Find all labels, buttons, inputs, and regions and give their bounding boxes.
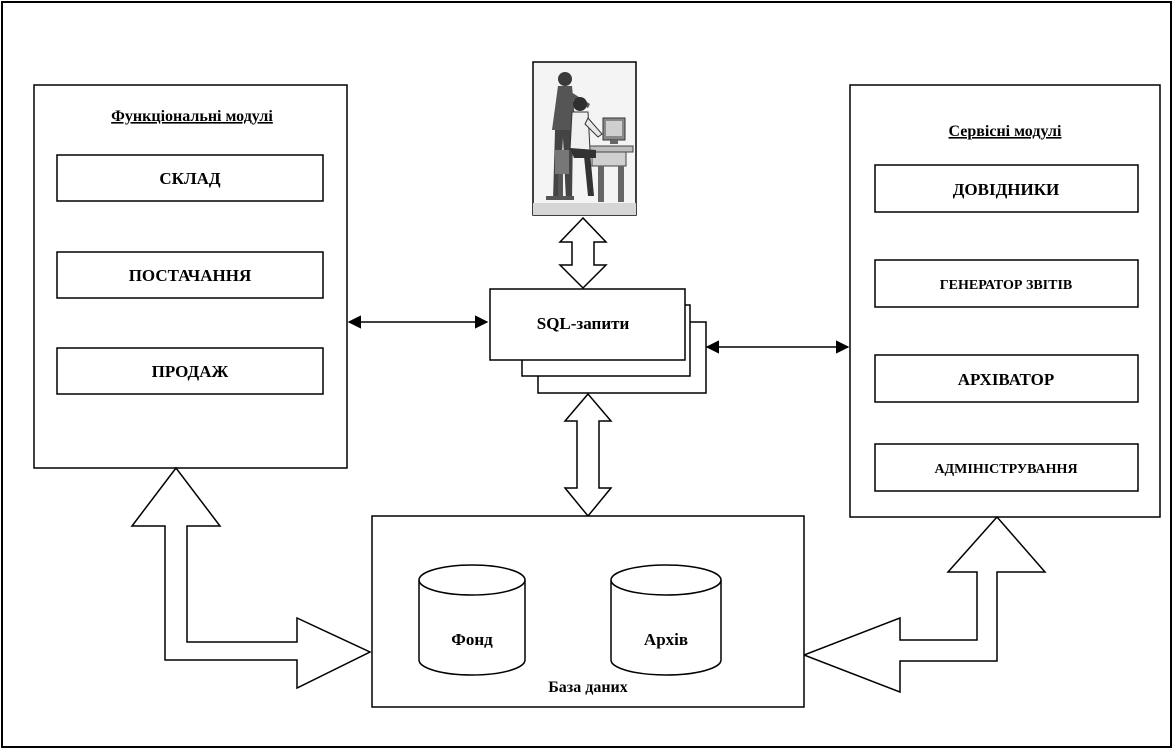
- arkhiv-cylinder: Архів: [610, 564, 722, 676]
- users-at-computer-icon: [532, 61, 637, 216]
- fond-label: Фонд: [451, 630, 493, 649]
- arkhiv-label: Архів: [644, 630, 688, 649]
- database-label: База даних: [548, 679, 628, 696]
- module-postachannia-label: ПОСТАЧАННЯ: [129, 266, 252, 285]
- module-arkhivator-label: АРХІВАТОР: [958, 370, 1054, 389]
- functional-modules-title: Функціональні модулі: [111, 108, 273, 125]
- module-sklad-label: СКЛАД: [159, 169, 221, 188]
- functional-database-arrow: [130, 466, 372, 690]
- sql-queries-stack: SQL-запити: [489, 288, 707, 394]
- service-modules-title: Сервісні модулі: [949, 123, 1063, 140]
- module-generator-zvitiv: ГЕНЕРАТОР ЗВІТІВ: [874, 259, 1139, 308]
- module-arkhivator: АРХІВАТОР: [874, 354, 1139, 403]
- service-modules-panel: Сервісні модулі ДОВІДНИКИ ГЕНЕРАТОР ЗВІТ…: [849, 84, 1161, 518]
- database-box: База даних Фонд Архів: [371, 515, 805, 708]
- fond-cylinder: Фонд: [418, 564, 526, 676]
- module-postachannia: ПОСТАЧАННЯ: [56, 251, 324, 299]
- functional-modules-panel: Функціональні модулі СКЛАД ПОСТАЧАННЯ ПР…: [33, 84, 348, 469]
- module-generator-zvitiv-label: ГЕНЕРАТОР ЗВІТІВ: [940, 278, 1073, 293]
- module-administruvannia: АДМІНІСТРУВАННЯ: [874, 443, 1139, 492]
- users-sql-double-arrow: [558, 216, 608, 290]
- sql-queries-label: SQL-запити: [537, 314, 630, 333]
- module-dovidnyky: ДОВІДНИКИ: [874, 164, 1139, 213]
- module-prodazh-label: ПРОДАЖ: [152, 362, 229, 381]
- module-prodazh: ПРОДАЖ: [56, 347, 324, 395]
- module-administruvannia-label: АДМІНІСТРУВАННЯ: [934, 462, 1077, 477]
- module-dovidnyky-label: ДОВІДНИКИ: [953, 180, 1060, 199]
- module-sklad: СКЛАД: [56, 154, 324, 202]
